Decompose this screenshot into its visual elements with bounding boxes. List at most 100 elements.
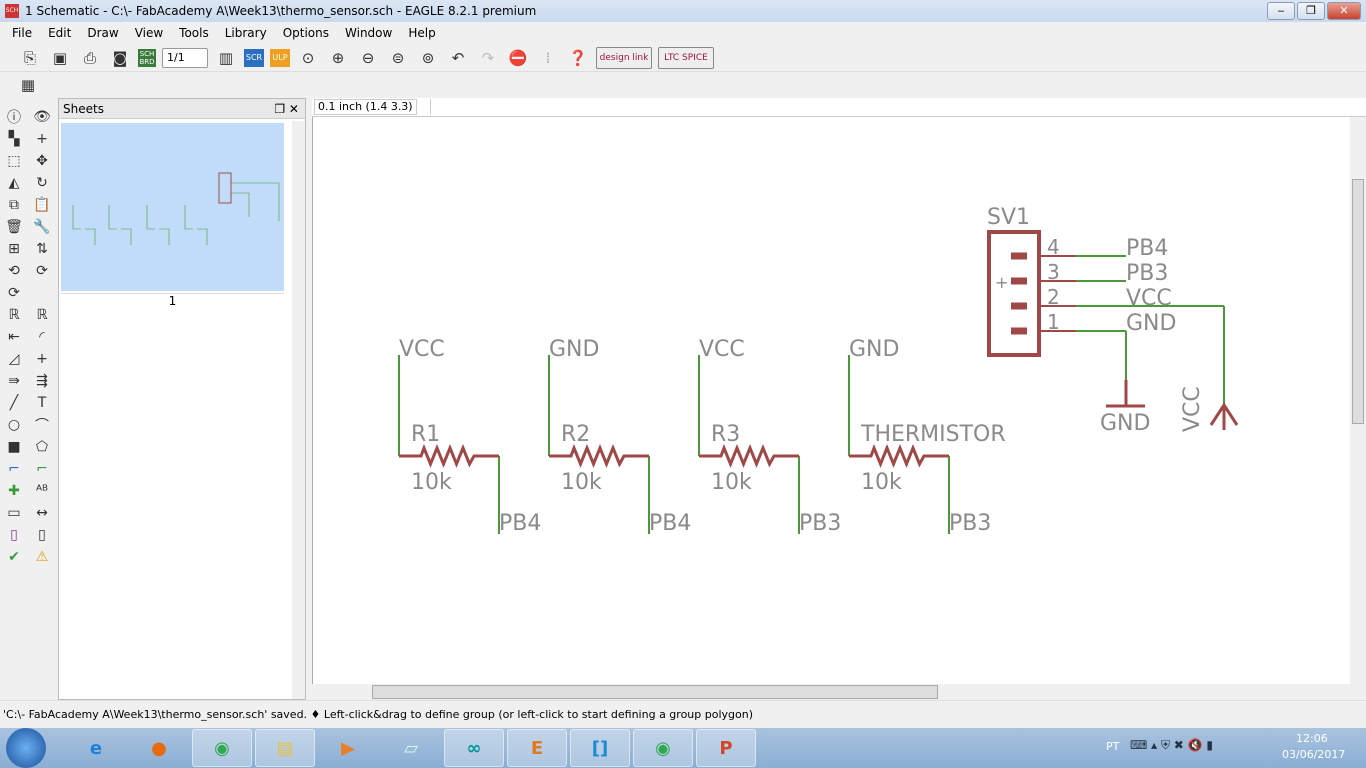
show-icon[interactable]: 👁 [33,109,51,125]
resistor-thermistor[interactable]: GND THERMISTOR 10k PB3 [849,337,1006,536]
value-icon[interactable]: ℝ [36,307,48,323]
taskbar-brackets-icon[interactable]: [] [570,729,630,767]
maximize-button[interactable]: ❐ [1297,2,1325,20]
taskbar-eagle-icon[interactable]: E [507,729,567,767]
language-indicator[interactable]: PT [1106,740,1120,753]
taskbar-media-icon[interactable]: ▶ [341,737,355,759]
miter-icon[interactable]: ◜ [39,329,45,345]
dimension-icon[interactable]: ↔ [36,505,48,521]
vertical-scroll-thumb[interactable] [1352,179,1364,424]
modules-icon[interactable]: ▯ [38,527,46,543]
line-icon[interactable]: ╱ [9,395,19,411]
designlink-button[interactable]: design link [596,46,652,69]
menu-library[interactable]: Library [224,26,267,40]
ltspice-button[interactable]: LTC SPICE [658,46,714,69]
ripup-icon[interactable]: ⇶ [36,373,48,389]
arc-icon[interactable]: ⌒ [35,418,49,434]
info-icon[interactable]: ⓘ [7,110,21,126]
save-icon[interactable]: ▣ [52,48,68,67]
zoom-redraw-icon[interactable]: ⊜ [391,48,405,67]
horizontal-scrollbar[interactable] [312,684,1350,700]
attribute-icon[interactable]: ▭ [7,505,21,521]
taskbar-notepad-icon[interactable]: ▱ [404,737,418,759]
script-button[interactable]: SCR [244,48,264,67]
command-input[interactable] [430,99,1350,115]
vertical-scrollbar[interactable] [1350,117,1366,684]
resistor-r1[interactable]: VCC R1 10k PB4 [399,337,541,536]
move-icon[interactable]: ✥ [36,153,48,169]
tray-icons[interactable]: ⌨ ▴ ⛨ ✖ 🔇 ▮ [1130,738,1214,752]
zoom-out-icon[interactable]: ⊖ [361,48,375,67]
taskbar-explorer-icon[interactable]: ▤ [255,729,315,767]
erc-icon[interactable]: ✔ [8,549,20,565]
group-icon[interactable]: ⬚ [7,153,21,169]
errors-icon[interactable]: ⚠ [35,549,49,565]
menu-window[interactable]: Window [345,26,393,40]
taskbar-chrome-icon[interactable]: ◉ [192,729,252,767]
go-icon[interactable]: ⁞ [545,48,551,67]
schematic-canvas[interactable]: VCC R1 10k PB4 GND R2 10k PB4 VCC R3 10k… [312,117,1350,684]
close-button[interactable]: ✕ [1327,2,1361,20]
layers-icon[interactable]: ▥ [218,48,234,67]
junction-icon[interactable]: ✚ [8,483,20,499]
invoke-icon[interactable]: ⟳ [8,285,20,301]
zoom-select-icon[interactable]: ⊚ [421,48,435,67]
taskbar-ie-icon[interactable]: e [89,737,103,759]
paste-icon[interactable]: 📋 [33,197,51,213]
undo-icon[interactable]: ↶ [451,48,465,67]
delete-icon[interactable]: 🗑 [5,219,23,235]
sheet-select[interactable]: 1/1 [162,47,208,68]
bus-icon[interactable]: ⌐ [36,461,48,477]
horizontal-scroll-thumb[interactable] [372,685,938,699]
taskbar-chrome2-icon[interactable]: ◉ [633,729,693,767]
resistor-r3[interactable]: VCC R3 10k PB3 [699,337,841,536]
taskbar-powerpoint-icon[interactable]: P [696,729,756,767]
smash-icon[interactable]: ⇤ [8,329,20,345]
sheet-thumbnail[interactable] [61,123,284,291]
help-icon[interactable]: ❓ [568,48,588,67]
gateswap-icon[interactable]: ⟳ [36,263,48,279]
rect-icon[interactable]: ■ [7,439,21,455]
grid-icon[interactable]: ▦ [20,76,36,94]
print-icon[interactable]: ⎙ [83,48,96,67]
optimize-icon[interactable]: + [36,351,48,367]
taskbar-firefox-icon[interactable]: ● [151,737,167,759]
frame-icon[interactable]: ▯ [10,527,18,543]
polygon-icon[interactable]: ⬠ [35,439,49,455]
connector-sv1[interactable]: SV1 + 4 3 2 1 PB4 PB3 VCC GND [987,205,1224,357]
taskbar-arduino-icon[interactable]: ∞ [444,729,504,767]
display-icon[interactable]: ▚ [8,131,20,147]
clock-date[interactable]: 03/06/2017 [1282,748,1346,761]
open-icon[interactable]: ⎘ [23,48,36,67]
label-icon[interactable]: ᴬᴮ [35,483,49,499]
circle-icon[interactable]: ○ [7,417,21,433]
rotate-icon[interactable]: ↻ [36,175,48,191]
menu-tools[interactable]: Tools [179,26,209,40]
wrench-icon[interactable]: 🔧 [33,219,51,235]
ulp-button[interactable]: ULP [270,48,290,67]
pinswap-icon[interactable]: ⇅ [36,241,48,257]
name-icon[interactable]: ℝ [8,307,20,323]
sheets-scrollbar[interactable] [292,121,305,699]
panel-close-icon[interactable]: ❐ ✕ [274,102,299,116]
redo-icon[interactable]: ↷ [481,48,495,67]
stop-icon[interactable]: ⛔ [508,48,528,67]
clock-time[interactable]: 12:06 [1296,732,1328,745]
net-icon[interactable]: ⌐ [8,461,20,477]
copy-icon[interactable]: ⧉ [9,197,19,213]
split-icon[interactable]: ◿ [8,351,20,367]
minimize-button[interactable]: ‒ [1267,2,1295,20]
sch-brd-switch-button[interactable]: SCH BRD [138,48,156,67]
menu-edit[interactable]: Edit [48,26,72,40]
zoom-fit-icon[interactable]: ⊙ [301,48,315,67]
add-icon[interactable]: ⊞ [8,241,20,257]
menu-view[interactable]: View [134,26,164,40]
replace-icon[interactable]: ⟲ [8,263,20,279]
resistor-r2[interactable]: GND R2 10k PB4 [549,337,691,536]
text-icon[interactable]: T [37,395,47,411]
menu-help[interactable]: Help [408,26,436,40]
menu-options[interactable]: Options [282,26,330,40]
start-button[interactable] [6,728,46,768]
menu-draw[interactable]: Draw [87,26,119,40]
gnd-symbol[interactable]: GND VCC [1100,306,1239,436]
